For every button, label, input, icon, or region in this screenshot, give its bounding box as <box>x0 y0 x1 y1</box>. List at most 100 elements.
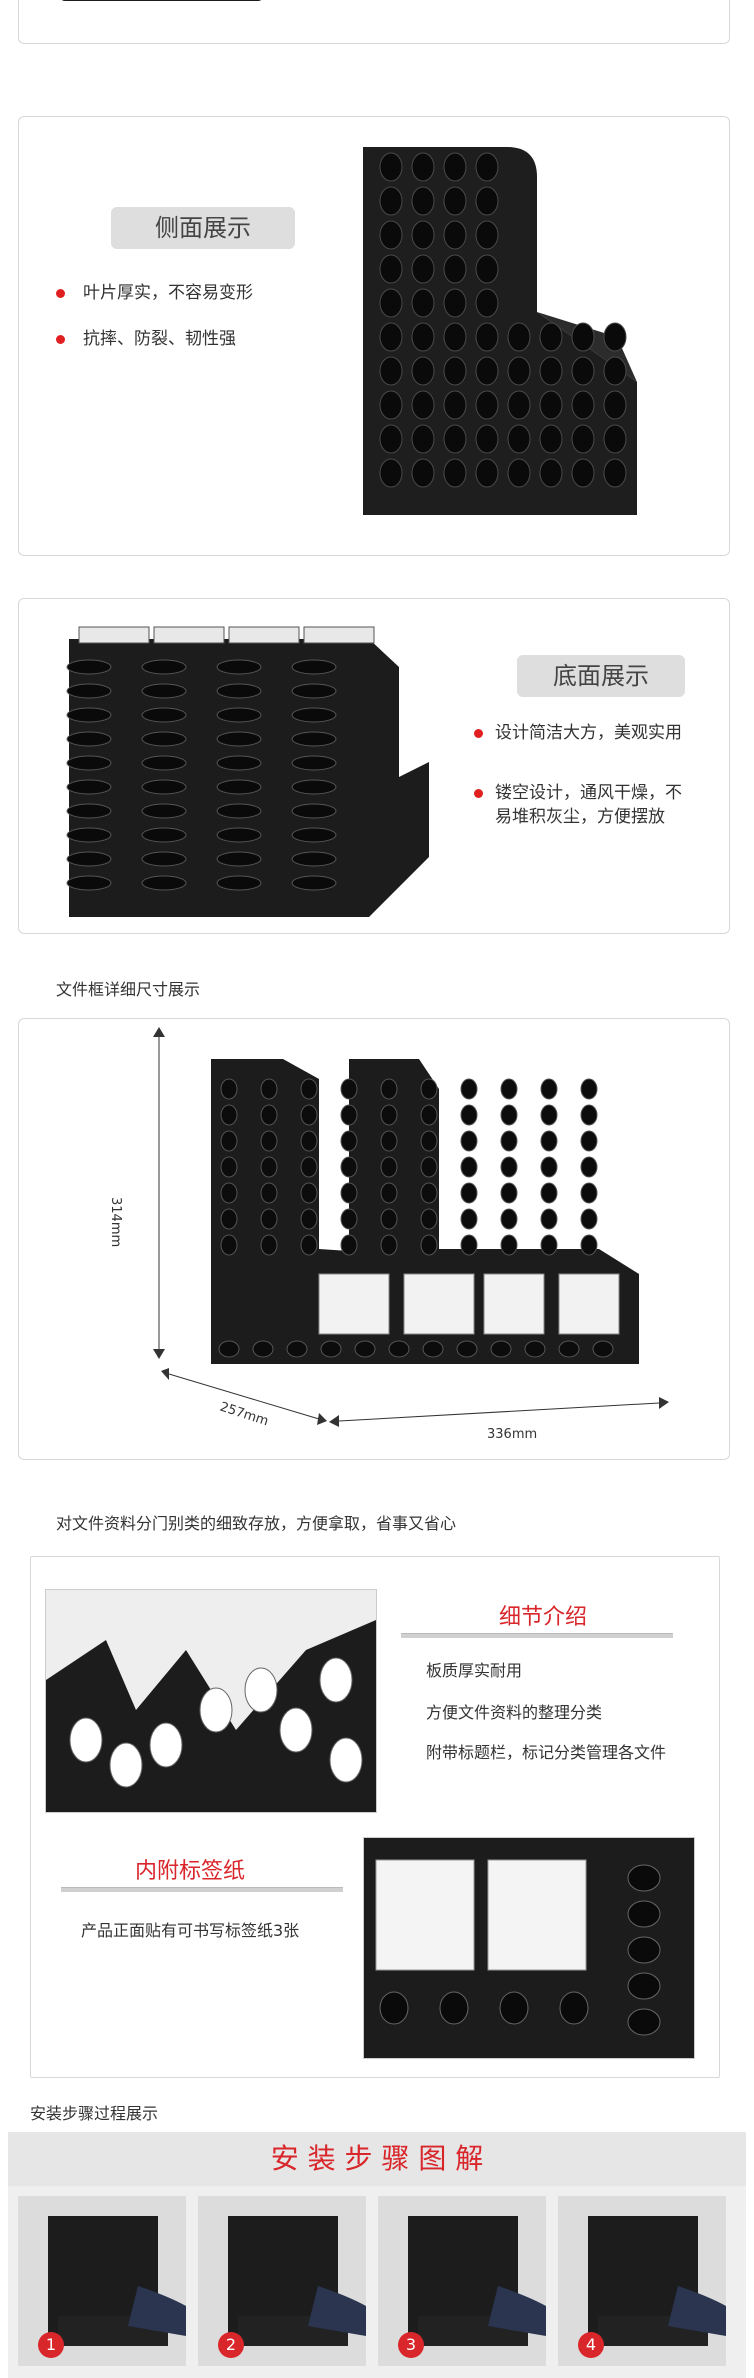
hole-shape <box>499 1991 529 2025</box>
hole-shape <box>216 851 262 867</box>
hole-shape <box>260 1130 278 1152</box>
hole-shape <box>340 1208 358 1230</box>
hole-shape <box>420 1130 438 1152</box>
hole-shape <box>291 779 337 795</box>
hole-shape <box>220 1130 238 1152</box>
hole-shape <box>291 707 337 723</box>
hole-shape <box>571 356 595 386</box>
hole-shape <box>141 755 187 771</box>
hole-shape <box>252 1340 274 1358</box>
step-number-badge: 1 <box>38 2332 64 2358</box>
hole-shape <box>379 254 403 284</box>
hole-shape <box>379 288 403 318</box>
hole-shape <box>580 1208 598 1230</box>
dimension-caption: 文件框详细尺寸展示 <box>56 980 201 999</box>
hole-shape <box>420 1234 438 1256</box>
hole-shape <box>319 1657 353 1703</box>
hole-shape <box>539 322 563 352</box>
hole-shape <box>141 683 187 699</box>
hole-shape <box>443 458 467 488</box>
hole-shape <box>475 186 499 216</box>
hole-shape <box>379 458 403 488</box>
hole-shape <box>286 1340 308 1358</box>
hole-shape <box>475 390 499 420</box>
hole-shape <box>66 707 112 723</box>
hole-shape <box>291 875 337 891</box>
hole-shape <box>507 424 531 454</box>
hole-shape <box>500 1234 518 1256</box>
hole-shape <box>380 1182 398 1204</box>
install-banner: 安 装 步 骤 图 解 <box>8 2132 746 2186</box>
hole-shape <box>460 1078 478 1100</box>
hole-shape <box>460 1182 478 1204</box>
install-step-image <box>408 2216 546 2346</box>
hole-shape <box>540 1104 558 1126</box>
step-number-badge: 4 <box>578 2332 604 2358</box>
hole-shape <box>379 424 403 454</box>
hole-shape <box>320 1340 342 1358</box>
hole-shape <box>603 390 627 420</box>
hole-shape <box>69 1717 103 1763</box>
hole-shape <box>220 1078 238 1100</box>
bullet-dot <box>56 289 65 298</box>
hole-shape <box>500 1182 518 1204</box>
hole-shape <box>580 1130 598 1152</box>
hole-shape <box>66 875 112 891</box>
side-bullet-2: 抗摔、防裂、韧性强 <box>83 329 236 349</box>
hole-shape <box>571 390 595 420</box>
hole-shape <box>603 458 627 488</box>
hole-shape <box>460 1234 478 1256</box>
hole-shape <box>411 186 435 216</box>
hole-shape <box>475 356 499 386</box>
hole-shape <box>300 1208 318 1230</box>
hole-shape <box>443 356 467 386</box>
hole-shape <box>216 731 262 747</box>
hole-shape <box>443 424 467 454</box>
hole-shape <box>460 1208 478 1230</box>
hole-shape <box>216 755 262 771</box>
previous-card-bottom <box>18 0 730 44</box>
hole-shape <box>460 1130 478 1152</box>
hole-shape <box>66 779 112 795</box>
hole-shape <box>420 1182 438 1204</box>
hole-shape <box>539 356 563 386</box>
hole-shape <box>460 1156 478 1178</box>
hole-shape <box>420 1156 438 1178</box>
hole-shape <box>244 1667 278 1713</box>
detail-caption: 对文件资料分门别类的细致存放，方便拿取，省事又省心 <box>56 1514 457 1533</box>
hole-shape <box>603 322 627 352</box>
hole-shape <box>291 683 337 699</box>
hole-shape <box>379 186 403 216</box>
hole-shape <box>379 1991 409 2025</box>
hole-shape <box>380 1078 398 1100</box>
hole-shape <box>66 731 112 747</box>
bottom-view-card: 底面展示 设计简洁大方，美观实用 镂空设计，通风干燥，不 易堆积灰尘，方便摆放 <box>18 598 730 934</box>
hole-shape <box>539 458 563 488</box>
hole-shape <box>220 1234 238 1256</box>
hole-shape <box>507 322 531 352</box>
hole-shape <box>291 659 337 675</box>
hole-shape <box>558 1340 580 1358</box>
hole-shape <box>66 659 112 675</box>
hole-shape <box>507 356 531 386</box>
dimension-card: 314mm 257mm 336mm <box>18 1018 730 1460</box>
hole-shape <box>540 1156 558 1178</box>
detail-bullet-1: 板质厚实耐用 <box>426 1661 523 1680</box>
hole-shape <box>354 1340 376 1358</box>
hole-shape <box>627 2008 661 2036</box>
hole-shape <box>141 731 187 747</box>
hole-shape <box>66 851 112 867</box>
hole-shape <box>340 1130 358 1152</box>
hole-shape <box>422 1340 444 1358</box>
hole-shape <box>475 458 499 488</box>
hole-shape <box>592 1340 614 1358</box>
hole-shape <box>218 1340 240 1358</box>
hole-shape <box>603 356 627 386</box>
hole-shape <box>216 779 262 795</box>
hole-shape <box>300 1130 318 1152</box>
hole-shape <box>199 1687 233 1733</box>
side-view-product-image <box>363 147 637 515</box>
hole-shape <box>539 390 563 420</box>
hole-shape <box>66 827 112 843</box>
hole-shape <box>411 152 435 182</box>
